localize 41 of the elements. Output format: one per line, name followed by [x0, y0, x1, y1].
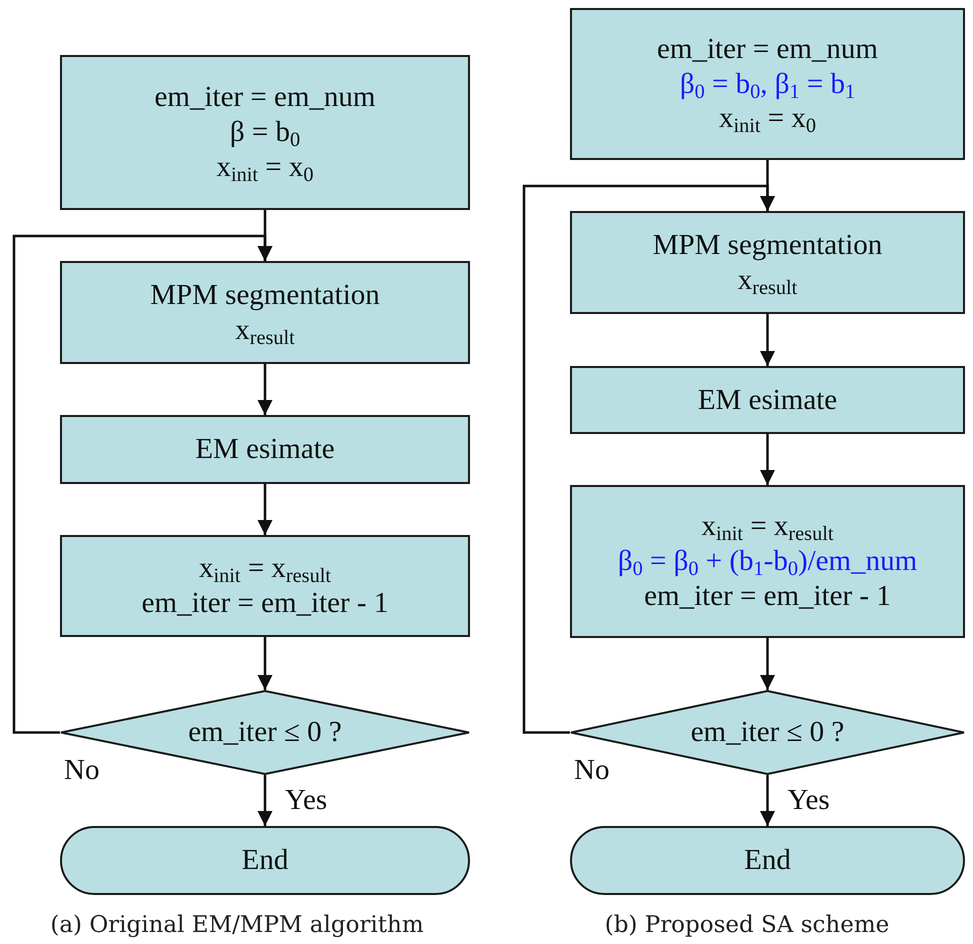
arrow: [12, 234, 272, 734]
step-text: em_iter = em_num: [657, 32, 878, 67]
step-text: β$_{0}$ = β$_{0}$ + (b$_{1}$-b$_{0}$)/em_num: [618, 544, 918, 579]
step-text: β$_{0}$ = b$_{0}$, β$_{1}$ = b$_{1}$: [680, 66, 856, 102]
step-text: em_iter = em_iter - 1: [142, 586, 388, 621]
process-box: [570, 8, 965, 160]
step-text: MPM segmentation: [150, 278, 380, 312]
arrow: [760, 434, 775, 485]
step-text: em_iter ≤ 0 ?: [690, 715, 844, 750]
step-text: x$_{result}$: [235, 312, 295, 348]
process-box: [570, 485, 965, 638]
figure-caption: (a) Original EM/MPM algorithm: [50, 912, 424, 938]
arrow: [258, 364, 272, 415]
arrow: [258, 775, 272, 826]
step-text: em_iter ≤ 0 ?: [188, 715, 342, 750]
step-text: em_iter = em_num: [154, 80, 376, 116]
step-text: x$_{result}$: [738, 262, 798, 298]
arrow: [522, 184, 775, 734]
figure-caption: (b) Proposed SA scheme: [604, 912, 890, 938]
step-text: End: [242, 843, 288, 878]
step-text: EM esimate: [195, 432, 335, 467]
arrow: [258, 637, 272, 690]
process-box: [60, 55, 470, 210]
process-box: [570, 211, 965, 314]
process-box: [60, 535, 470, 637]
step-text: β = b$_{0}$: [230, 115, 300, 150]
process-box: [60, 261, 470, 364]
arrow: [258, 484, 272, 535]
step-text: em_iter = em_iter - 1: [644, 578, 891, 614]
step-text: x$_{init}$ = x$_{result}$: [199, 551, 331, 586]
arrow: [760, 775, 775, 826]
step-text: x$_{init}$ = x$_{0}$: [216, 150, 314, 185]
arrow: [760, 638, 775, 690]
process-box: [60, 415, 470, 484]
step-text: End: [744, 843, 791, 878]
step-text: MPM segmentation: [652, 228, 882, 262]
step-text: x$_{init}$ = x$_{result}$: [702, 509, 834, 544]
step-text: EM esimate: [698, 382, 838, 418]
arrow: [760, 314, 775, 366]
process-box: [570, 366, 965, 434]
step-text: x$_{init}$ = x$_{0}$: [718, 101, 816, 136]
